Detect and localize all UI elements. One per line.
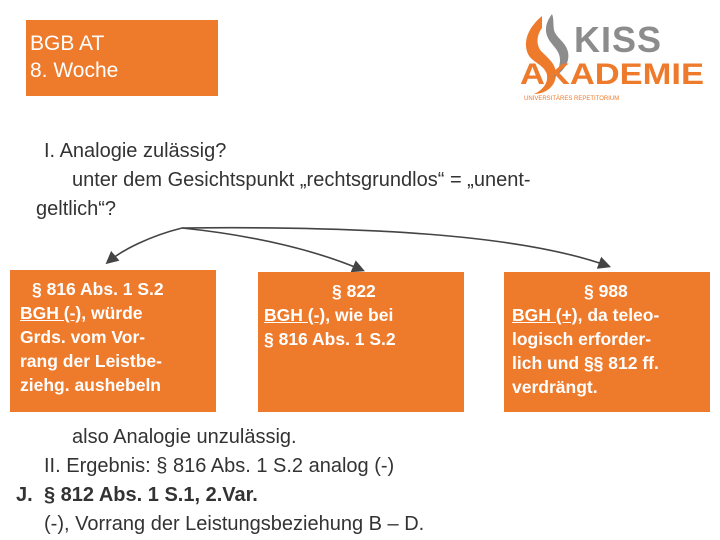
box-816: § 816 Abs. 1 S.2 BGH (-), würde Grds. vo… <box>10 270 216 412</box>
box-822-line-3: § 816 Abs. 1 S.2 <box>264 329 396 349</box>
arrow-to-816 <box>105 227 183 265</box>
kiss-akademie-logo: KISS AKADEMIE UNIVERSITÄRES REPETITORIUM <box>512 6 708 106</box>
box-816-court: BGH (-) <box>20 303 82 323</box>
box-816-line-3: Grds. vom Vor- <box>20 327 146 347</box>
box-988-line-2: BGH (+), da teleo- <box>512 305 660 325</box>
arrow-to-988 <box>181 226 612 269</box>
logo-tagline: UNIVERSITÄRES REPETITORIUM <box>524 95 619 102</box>
arrow-to-822 <box>181 227 365 273</box>
box-822-line-2: BGH (-), wie bei <box>264 305 394 325</box>
logo-word-akademie: AKADEMIE <box>520 58 704 91</box>
conclusion-line-1: also Analogie unzulässig. <box>72 426 297 448</box>
title-line-1: BGB AT <box>30 32 105 55</box>
question-line-1: I. Analogie zulässig? <box>44 140 227 162</box>
logo-word-kiss: KISS <box>574 19 662 60</box>
box-988-line-5: verdrängt. <box>512 377 598 397</box>
title-line-2: 8. Woche <box>30 59 119 82</box>
conclusion-line-3-prefix: J. <box>16 484 33 506</box>
box-988-line-3: logisch erforder- <box>512 329 652 349</box>
box-988-line-4: lich und §§ 812 ff. <box>512 353 659 373</box>
box-988-heading: § 988 <box>584 281 628 301</box>
flame-s-icon <box>525 14 569 94</box>
box-988: § 988 BGH (+), da teleo- logisch erforde… <box>504 272 710 412</box>
box-822-court: BGH (-) <box>264 305 326 325</box>
box-816-line-5: ziehg. aushebeln <box>20 375 161 395</box>
question-line-3: geltlich“? <box>36 198 117 220</box>
box-816-heading: § 816 Abs. 1 S.2 <box>32 279 164 299</box>
conclusion-line-2: II. Ergebnis: § 816 Abs. 1 S.2 analog (-… <box>44 455 395 477</box>
question-line-2: unter dem Gesichtspunkt „rechtsgrundlos“… <box>72 169 531 191</box>
box-816-line-4: rang der Leistbe- <box>20 351 162 371</box>
title-box: BGB AT 8. Woche <box>26 20 218 96</box>
box-816-line-2: BGH (-), würde <box>20 303 143 323</box>
box-988-court: BGH (+) <box>512 305 578 325</box>
box-822: § 822 BGH (-), wie bei § 816 Abs. 1 S.2 <box>258 272 464 412</box>
conclusion-line-4: (-), Vorrang der Leistungsbeziehung B – … <box>44 513 425 535</box>
conclusion-line-3: § 812 Abs. 1 S.1, 2.Var. <box>44 484 258 506</box>
box-822-heading: § 822 <box>332 281 376 301</box>
